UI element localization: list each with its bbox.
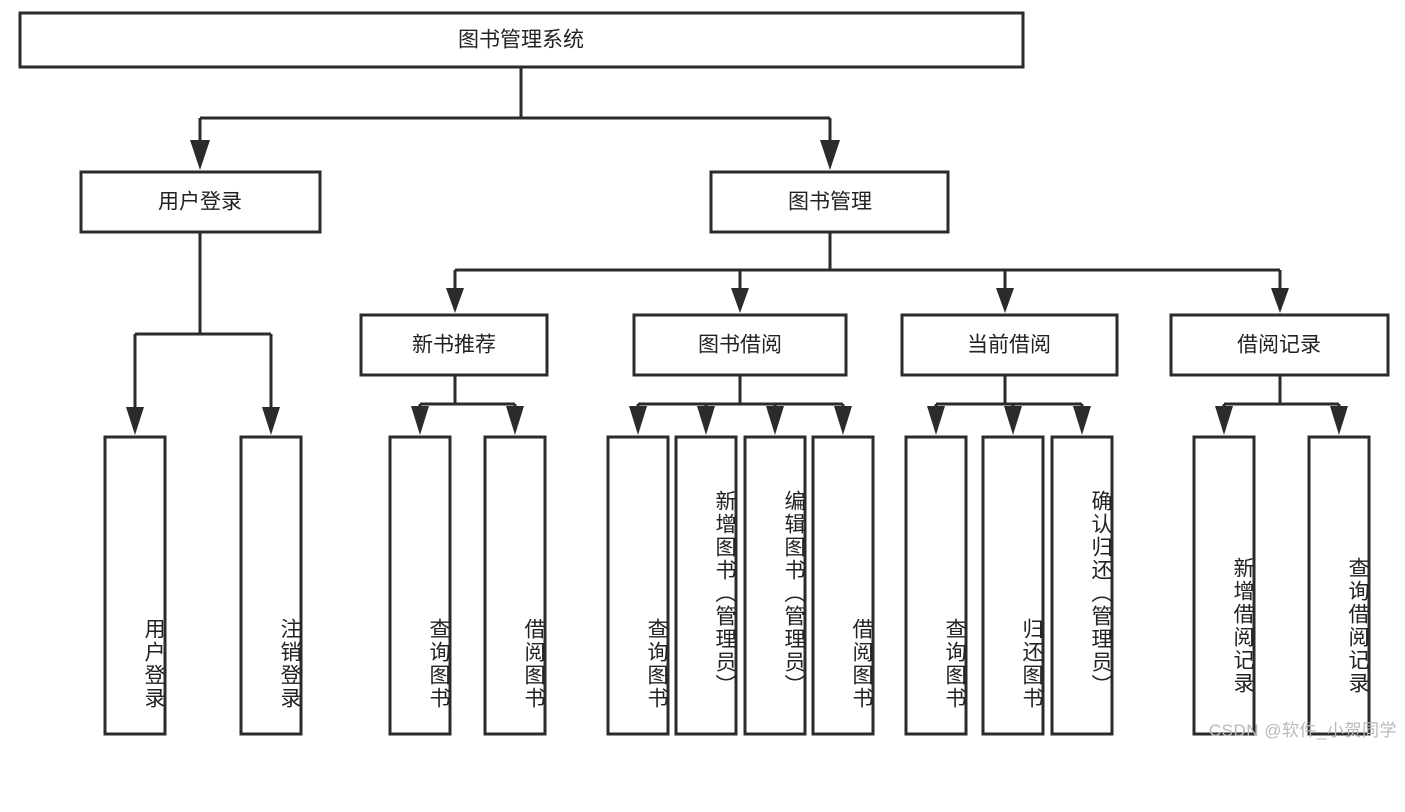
arrow-head-leaf-edit-book: [766, 406, 784, 435]
node-rect-leaf-query-book-3[interactable]: [904, 435, 968, 736]
node-label-book-borrow: 图书借阅: [698, 334, 782, 357]
node-rect-leaf-confirm-return[interactable]: [1050, 435, 1114, 736]
arrow-head-leaf-borrow-book-2: [834, 406, 852, 435]
node-book-borrow[interactable]: 图书借阅: [632, 313, 848, 377]
node-rect-title[interactable]: [18, 11, 1025, 69]
node-label-current-borrow: 当前借阅: [967, 334, 1051, 357]
flowchart-canvas: 图书管理系统 用户登录 图书管理 新书推荐 图书借阅 当前借阅 借阅记录: [18, 11, 1390, 736]
node-rect-user-login[interactable]: [79, 170, 322, 234]
arrow-head-leaf-query-book-1: [411, 406, 429, 435]
node-book-management-system[interactable]: 图书管理系统: [18, 11, 1025, 69]
arrow-head-book-management: [820, 140, 840, 170]
arrow-head-leaf-user-login: [126, 407, 144, 435]
node-rect-leaf-edit-book[interactable]: [743, 435, 807, 736]
node-rect-leaf-logout-login[interactable]: [239, 435, 303, 736]
arrow-head-leaf-query-book-3: [927, 406, 945, 435]
node-label-new-book-recommend: 新书推荐: [412, 334, 496, 357]
node-rect-leaf-query-book-2[interactable]: [606, 435, 670, 736]
node-new-book-recommend[interactable]: 新书推荐: [359, 313, 549, 377]
node-rect-leaf-return-book[interactable]: [981, 435, 1045, 736]
arrow-head-leaf-query-borrow-record: [1330, 406, 1348, 435]
arrow-head-leaf-confirm-return: [1073, 406, 1091, 435]
node-rect-leaf-add-borrow-record[interactable]: [1192, 435, 1256, 736]
node-rect-book-borrow[interactable]: [632, 313, 848, 377]
node-rect-leaf-borrow-book-1[interactable]: [483, 435, 547, 736]
node-borrow-record[interactable]: 借阅记录: [1169, 313, 1390, 377]
node-rect-leaf-query-book-1[interactable]: [388, 435, 452, 736]
arrow-head-borrow-record: [1271, 288, 1289, 313]
node-rect-leaf-borrow-book-2[interactable]: [811, 435, 875, 736]
arrow-head-leaf-logout-login: [262, 407, 280, 435]
arrow-head-leaf-return-book: [1004, 406, 1022, 435]
node-rect-leaf-user-login[interactable]: [103, 435, 167, 736]
arrow-head-leaf-query-book-2: [629, 406, 647, 435]
flowchart-diagram: 图书管理系统 用户登录 图书管理 新书推荐 图书借阅 当前借阅 借阅记录: [18, 11, 1397, 740]
arrow-head-leaf-add-book: [697, 406, 715, 435]
node-user-login[interactable]: 用户登录: [79, 170, 322, 234]
arrow-head-leaf-borrow-book-1: [506, 406, 524, 435]
arrow-head-leaf-add-borrow-record: [1215, 406, 1233, 435]
node-book-management[interactable]: 图书管理: [709, 170, 950, 234]
node-rect-current-borrow[interactable]: [900, 313, 1119, 377]
arrow-head-user-login: [190, 140, 210, 170]
node-rect-leaf-add-book[interactable]: [674, 435, 738, 736]
node-label-user-login: 用户登录: [158, 191, 242, 214]
node-label-title: 图书管理系统: [458, 29, 584, 52]
arrow-head-new-book-recommend: [446, 288, 464, 313]
connector-group: [126, 67, 1348, 435]
node-rect-leaf-query-borrow-record[interactable]: [1307, 435, 1371, 736]
node-rect-book-management[interactable]: [709, 170, 950, 234]
node-label-borrow-record: 借阅记录: [1237, 334, 1321, 357]
watermark-text: CSDN @软件_小贺同学: [1208, 721, 1397, 740]
node-label-book-management: 图书管理: [788, 191, 872, 214]
node-rect-borrow-record[interactable]: [1169, 313, 1390, 377]
arrow-head-current-borrow: [996, 288, 1014, 313]
arrow-head-book-borrow: [731, 288, 749, 313]
node-rect-new-book-recommend[interactable]: [359, 313, 549, 377]
node-current-borrow[interactable]: 当前借阅: [900, 313, 1119, 377]
